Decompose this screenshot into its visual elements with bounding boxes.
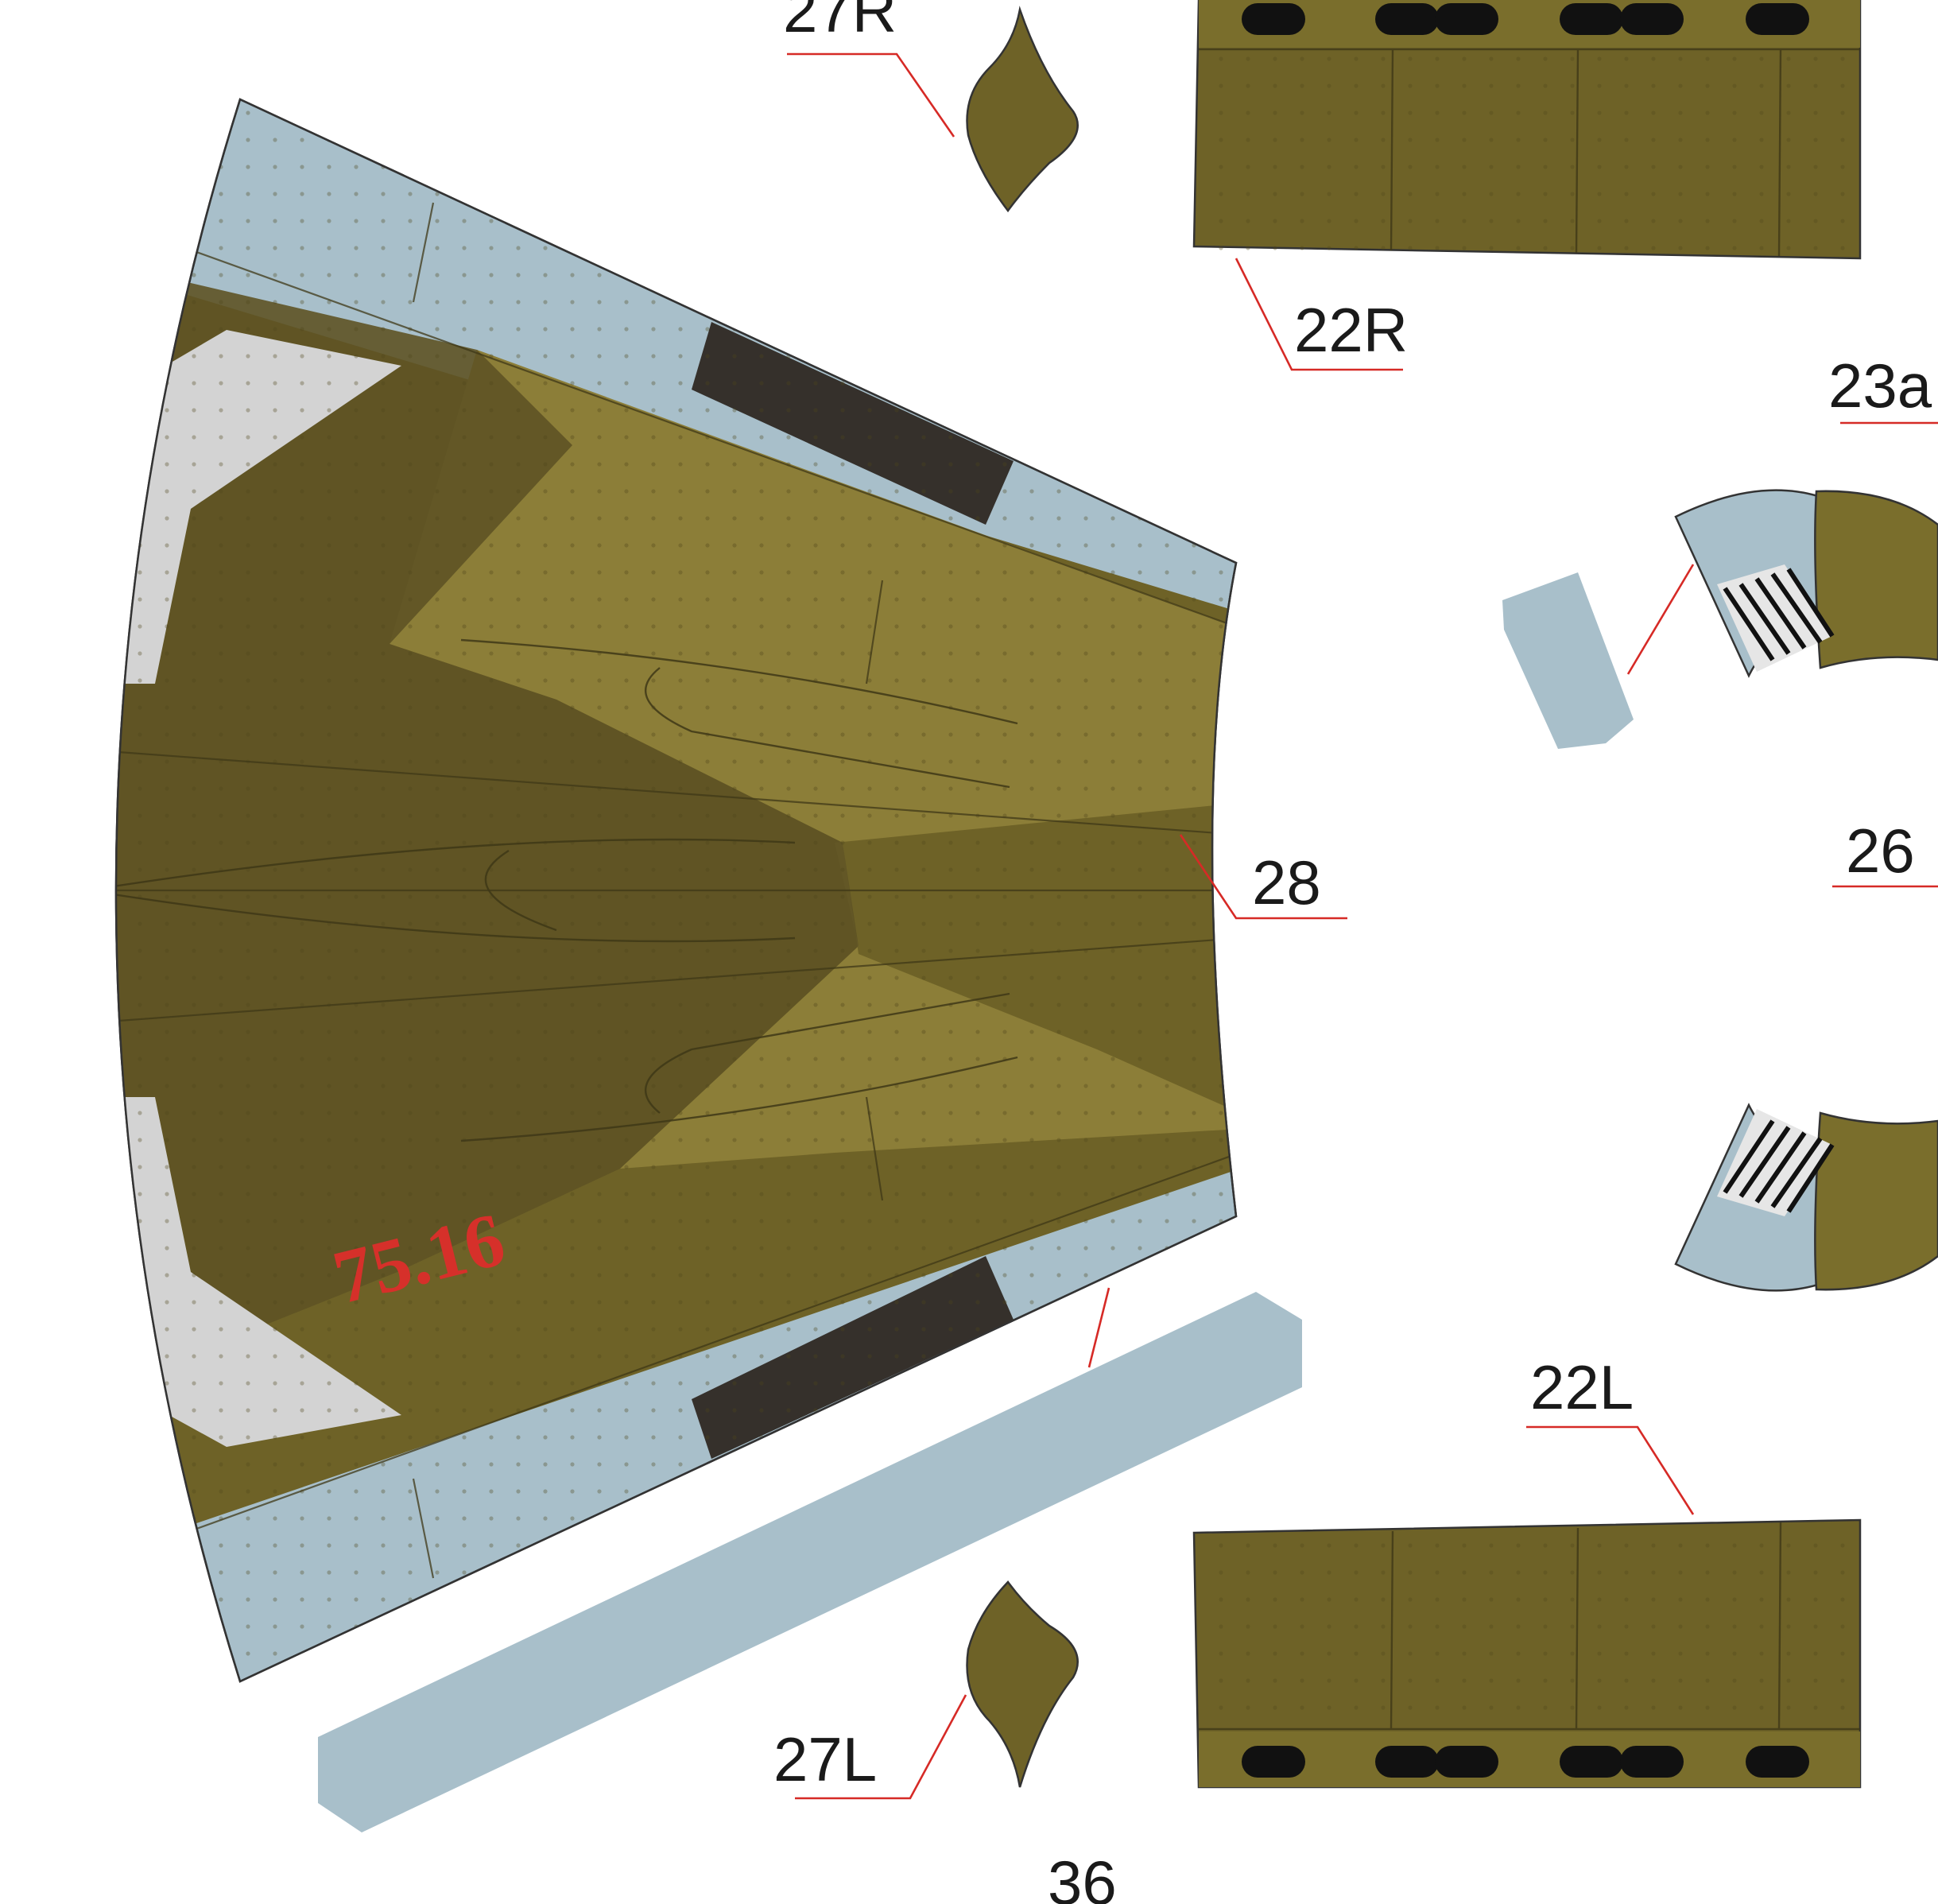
part-26-ring-lower [1674,1103,1938,1292]
part-27l-fairing [966,1580,1079,1788]
leader-lines [787,52,1938,1800]
small-blue-tab [1502,572,1634,749]
label-22l: 22L [1530,1352,1634,1422]
label-36: 36 [1048,1848,1117,1904]
label-27r: 27R [783,0,897,45]
part-36-strip [318,1292,1302,1832]
label-27l: 27L [773,1724,877,1794]
label-28: 28 [1252,847,1321,917]
label-23a: 23a [1828,351,1932,421]
part-22l-panel [1192,1518,1862,1789]
label-26: 26 [1846,816,1915,886]
part-27r-fairing [966,6,1079,213]
label-22r: 22R [1294,295,1408,365]
part-26-ring-upper [1674,489,1938,678]
part-22r-panel [1192,0,1862,260]
